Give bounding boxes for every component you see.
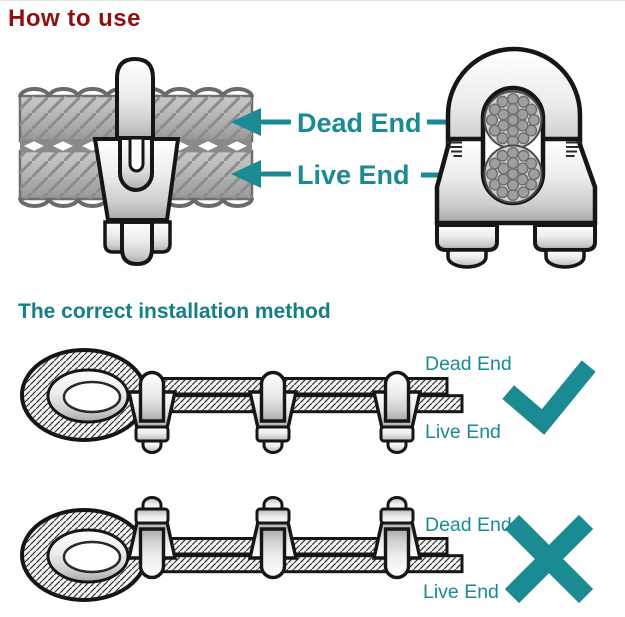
bolt-stem xyxy=(120,220,154,267)
live-end-label: Live End xyxy=(425,421,501,443)
dead-end-label: Dead End xyxy=(425,353,512,375)
installation-diagrams: Dead End Live End Dead End Live End xyxy=(20,348,596,604)
correct-installation-illustration: Dead End Live End xyxy=(20,348,596,455)
section-heading: The correct installation method xyxy=(18,300,331,323)
foot-left xyxy=(435,223,499,252)
live-end-label: Live End xyxy=(297,160,410,190)
stud-left xyxy=(446,248,488,269)
cable-cross-section-dead-end xyxy=(483,90,543,150)
incorrect-installation-illustration: Dead End Live End xyxy=(20,495,594,604)
page-title: How to use xyxy=(8,5,142,32)
foot-right xyxy=(533,223,597,252)
thread-marks xyxy=(446,141,582,157)
dead-end-label: Dead End xyxy=(297,108,422,138)
cable-cross-section-live-end xyxy=(483,144,543,204)
cross-icon xyxy=(504,514,594,604)
arrow-left-icon xyxy=(231,160,261,188)
u-bolt-bend-opening xyxy=(128,136,145,173)
dead-end-label: Dead End xyxy=(425,514,512,536)
check-icon xyxy=(502,360,596,435)
arrow-left-icon xyxy=(231,108,261,136)
wire-rope-clip-side-view xyxy=(18,56,254,267)
live-end-label: Live End xyxy=(423,581,499,603)
stud-right xyxy=(544,248,586,269)
wire-rope-clip-end-view xyxy=(434,46,598,269)
u-bolt-top xyxy=(115,56,155,143)
usage-diagram: Dead End Live End xyxy=(18,46,598,269)
